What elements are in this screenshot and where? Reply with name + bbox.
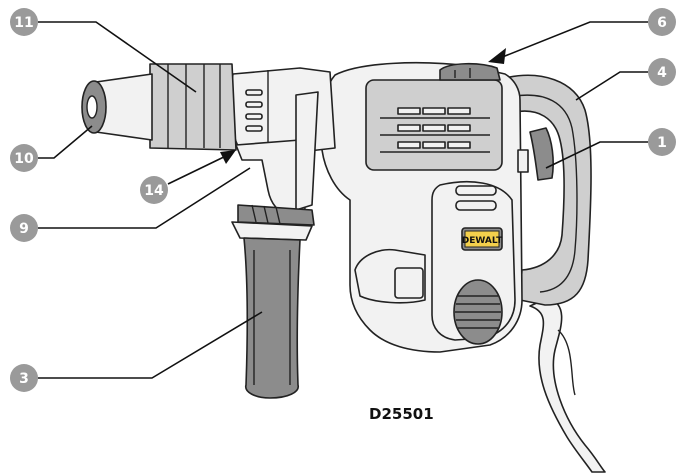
callout-10-label: 10 bbox=[14, 151, 34, 167]
leader-10 bbox=[38, 125, 93, 159]
side-handle-clamp bbox=[235, 91, 319, 226]
callout-14-label: 14 bbox=[144, 183, 164, 199]
callout-14: 14 bbox=[140, 176, 168, 204]
leader-4 bbox=[575, 71, 648, 101]
tool-holder-sleeve bbox=[149, 63, 237, 151]
collar-grip-slots bbox=[245, 89, 263, 132]
rear-handle bbox=[504, 74, 592, 306]
leader-lines bbox=[38, 21, 648, 379]
chuck-nose bbox=[81, 73, 153, 141]
tool-body: DEWALT bbox=[320, 61, 523, 353]
arrowhead-14 bbox=[220, 150, 236, 164]
leader-14 bbox=[167, 153, 231, 185]
leader-1 bbox=[545, 141, 648, 169]
arrowhead-6 bbox=[488, 48, 506, 64]
callout-6: 6 bbox=[648, 8, 676, 36]
callout-11-label: 11 bbox=[14, 15, 33, 31]
callout-4-label: 4 bbox=[657, 65, 667, 81]
callout-3-label: 3 bbox=[19, 371, 29, 387]
brand-badge-text: DEWALT bbox=[462, 236, 503, 246]
vent-slots bbox=[380, 107, 490, 153]
callout-1: 1 bbox=[648, 128, 676, 156]
callout-1-label: 1 bbox=[657, 135, 667, 151]
leader-11 bbox=[38, 21, 197, 93]
callout-3: 3 bbox=[10, 364, 38, 392]
leader-9 bbox=[38, 167, 251, 229]
callout-4: 4 bbox=[648, 58, 676, 86]
side-handle-grip bbox=[231, 221, 313, 399]
leader-3 bbox=[38, 311, 263, 379]
callout-9-label: 9 bbox=[19, 221, 29, 237]
callout-6-label: 6 bbox=[657, 15, 667, 31]
trigger-switch bbox=[517, 127, 554, 181]
clutch-collar bbox=[229, 67, 336, 153]
vent-grille bbox=[453, 279, 503, 345]
power-cord bbox=[529, 297, 606, 473]
leader-6 bbox=[499, 21, 648, 59]
leader-arrowheads bbox=[220, 48, 506, 164]
callout-9: 9 bbox=[10, 214, 38, 242]
callout-10: 10 bbox=[10, 144, 38, 172]
callout-11: 11 bbox=[10, 8, 38, 36]
mode-selector-lever bbox=[439, 62, 501, 81]
